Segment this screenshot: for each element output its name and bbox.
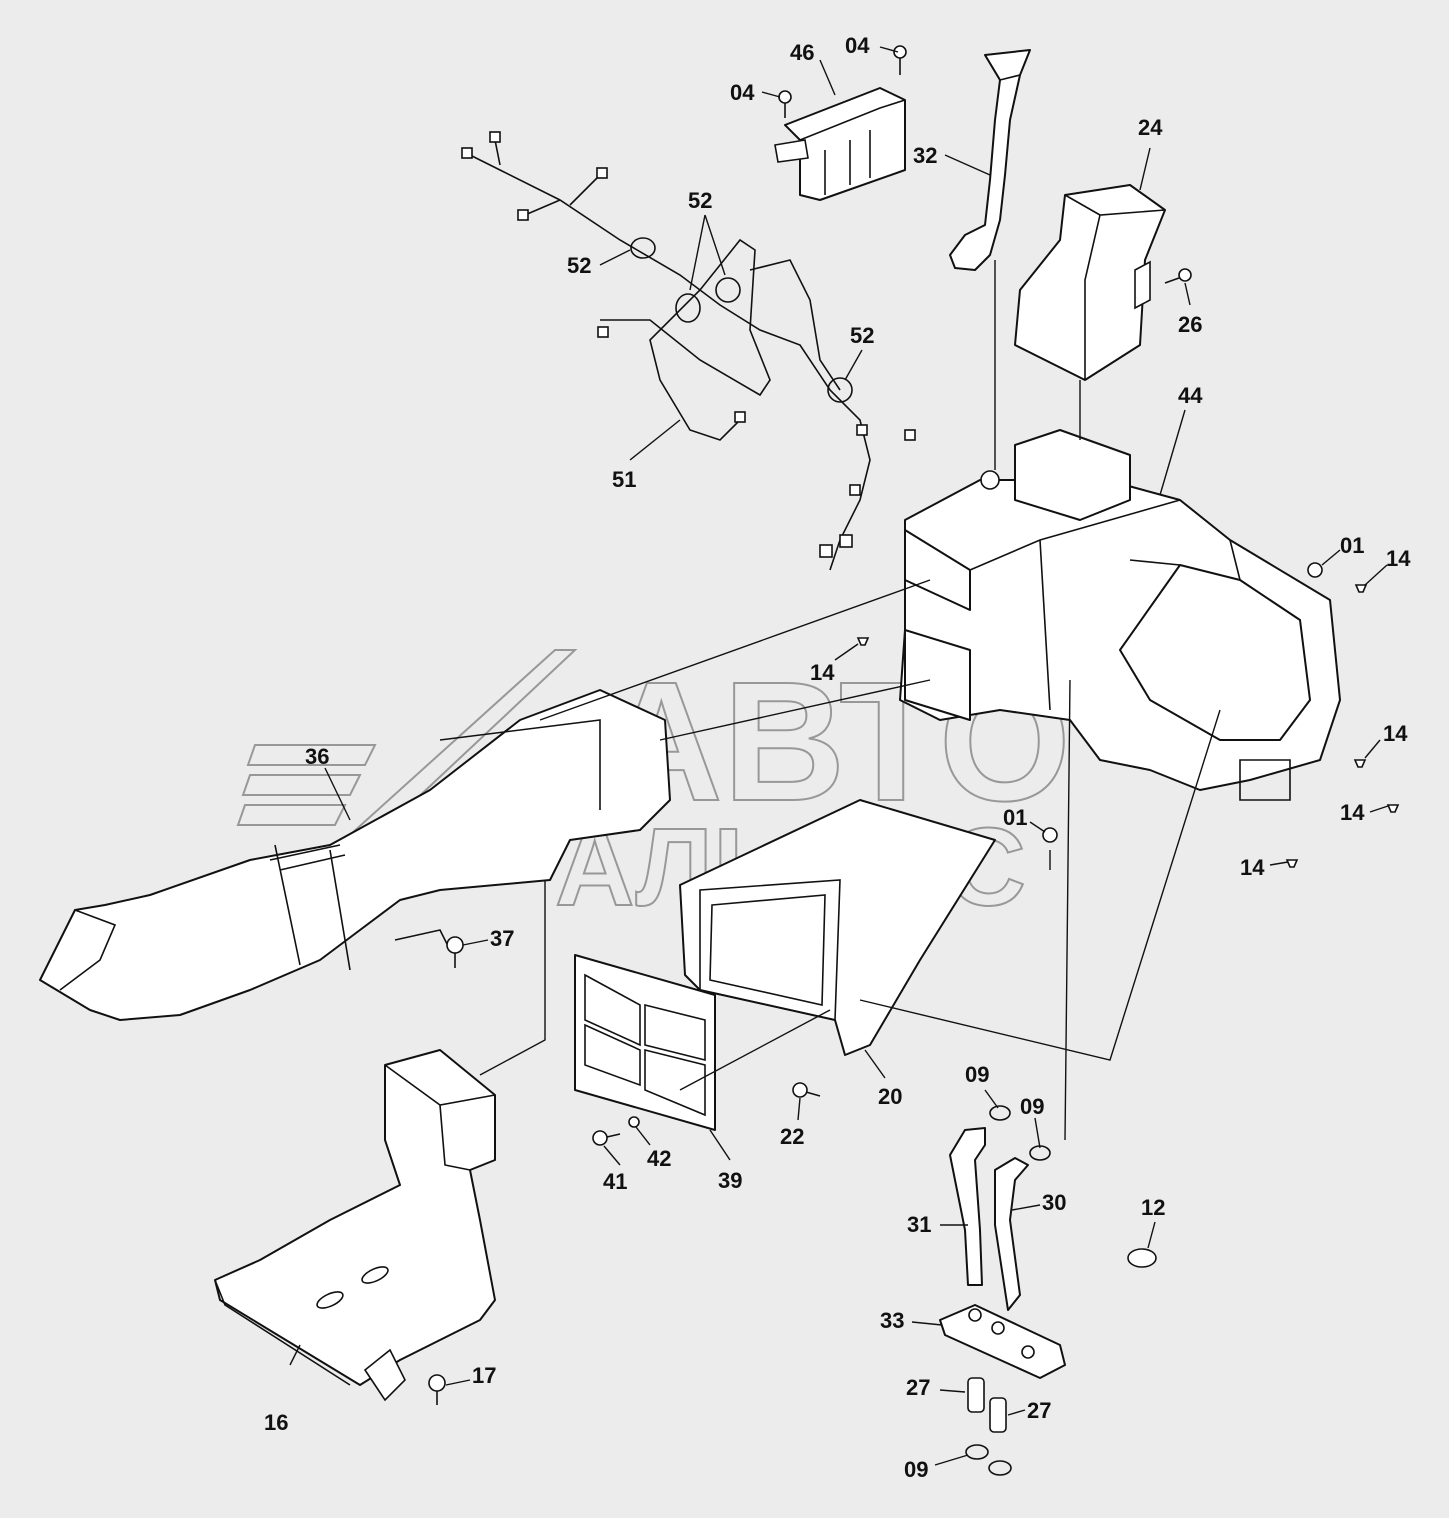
bolt-37 bbox=[446, 936, 464, 968]
callout-37: 37 bbox=[490, 926, 514, 951]
clamps-52 bbox=[630, 237, 853, 403]
leader-lines bbox=[289, 46, 1389, 1466]
callout-16: 16 bbox=[264, 1410, 288, 1435]
wire-harness bbox=[461, 131, 916, 571]
filter-housing bbox=[679, 799, 996, 1056]
callout-44: 44 bbox=[1178, 383, 1203, 408]
floor-duct bbox=[214, 1049, 496, 1402]
fasteners-41-42 bbox=[592, 1116, 640, 1146]
heater-unit bbox=[899, 429, 1341, 801]
bolt-04-b bbox=[893, 45, 907, 75]
heater-hoses bbox=[949, 1127, 1029, 1311]
callout-31: 31 bbox=[907, 1212, 931, 1237]
callout-labels: 46 04 04 32 24 26 52 52 52 51 44 01 14 1… bbox=[264, 33, 1411, 1482]
bolt-04-a bbox=[778, 90, 792, 118]
duct-36 bbox=[39, 689, 671, 1021]
callout-14-d: 14 bbox=[1340, 800, 1365, 825]
callout-04-b: 04 bbox=[730, 80, 755, 105]
duct-24 bbox=[1014, 184, 1166, 381]
callout-14-b: 14 bbox=[810, 660, 835, 685]
callout-39: 39 bbox=[718, 1168, 742, 1193]
bolt-17 bbox=[428, 1374, 446, 1405]
callout-22: 22 bbox=[780, 1124, 804, 1149]
air-filter bbox=[574, 954, 716, 1131]
callout-42: 42 bbox=[647, 1146, 671, 1171]
callout-26: 26 bbox=[1178, 312, 1202, 337]
callout-41: 41 bbox=[603, 1169, 627, 1194]
callout-17: 17 bbox=[472, 1363, 496, 1388]
screws-14-01 bbox=[856, 562, 1400, 868]
callout-14-e: 14 bbox=[1240, 855, 1265, 880]
plate-33 bbox=[939, 1304, 1066, 1379]
callout-33: 33 bbox=[880, 1308, 904, 1333]
callout-52-c: 52 bbox=[850, 323, 874, 348]
pipes-27 bbox=[967, 1377, 1007, 1433]
callout-24: 24 bbox=[1138, 115, 1163, 140]
callout-09-a: 09 bbox=[965, 1062, 989, 1087]
callout-46: 46 bbox=[790, 40, 814, 65]
callout-27-b: 27 bbox=[1027, 1398, 1051, 1423]
callout-09-c: 09 bbox=[904, 1457, 928, 1482]
drain-hose bbox=[949, 49, 1031, 271]
callout-27-a: 27 bbox=[906, 1375, 930, 1400]
callout-04-a: 04 bbox=[845, 33, 870, 58]
cap-12 bbox=[1127, 1248, 1157, 1268]
callout-32: 32 bbox=[913, 143, 937, 168]
callout-52-b: 52 bbox=[567, 253, 591, 278]
callout-09-b: 09 bbox=[1020, 1094, 1044, 1119]
callout-14-a: 14 bbox=[1386, 546, 1411, 571]
callout-14-c: 14 bbox=[1383, 721, 1408, 746]
callout-20: 20 bbox=[878, 1084, 902, 1109]
callout-36: 36 bbox=[305, 744, 329, 769]
screw-22 bbox=[792, 1082, 821, 1098]
callout-30: 30 bbox=[1042, 1190, 1066, 1215]
callout-51: 51 bbox=[612, 467, 636, 492]
callout-52-a: 52 bbox=[688, 188, 712, 213]
screw-26 bbox=[1164, 268, 1192, 284]
callout-01-a: 01 bbox=[1340, 533, 1364, 558]
callout-01-b: 01 bbox=[1003, 805, 1027, 830]
relay-block bbox=[774, 87, 906, 201]
callout-12: 12 bbox=[1141, 1195, 1165, 1220]
